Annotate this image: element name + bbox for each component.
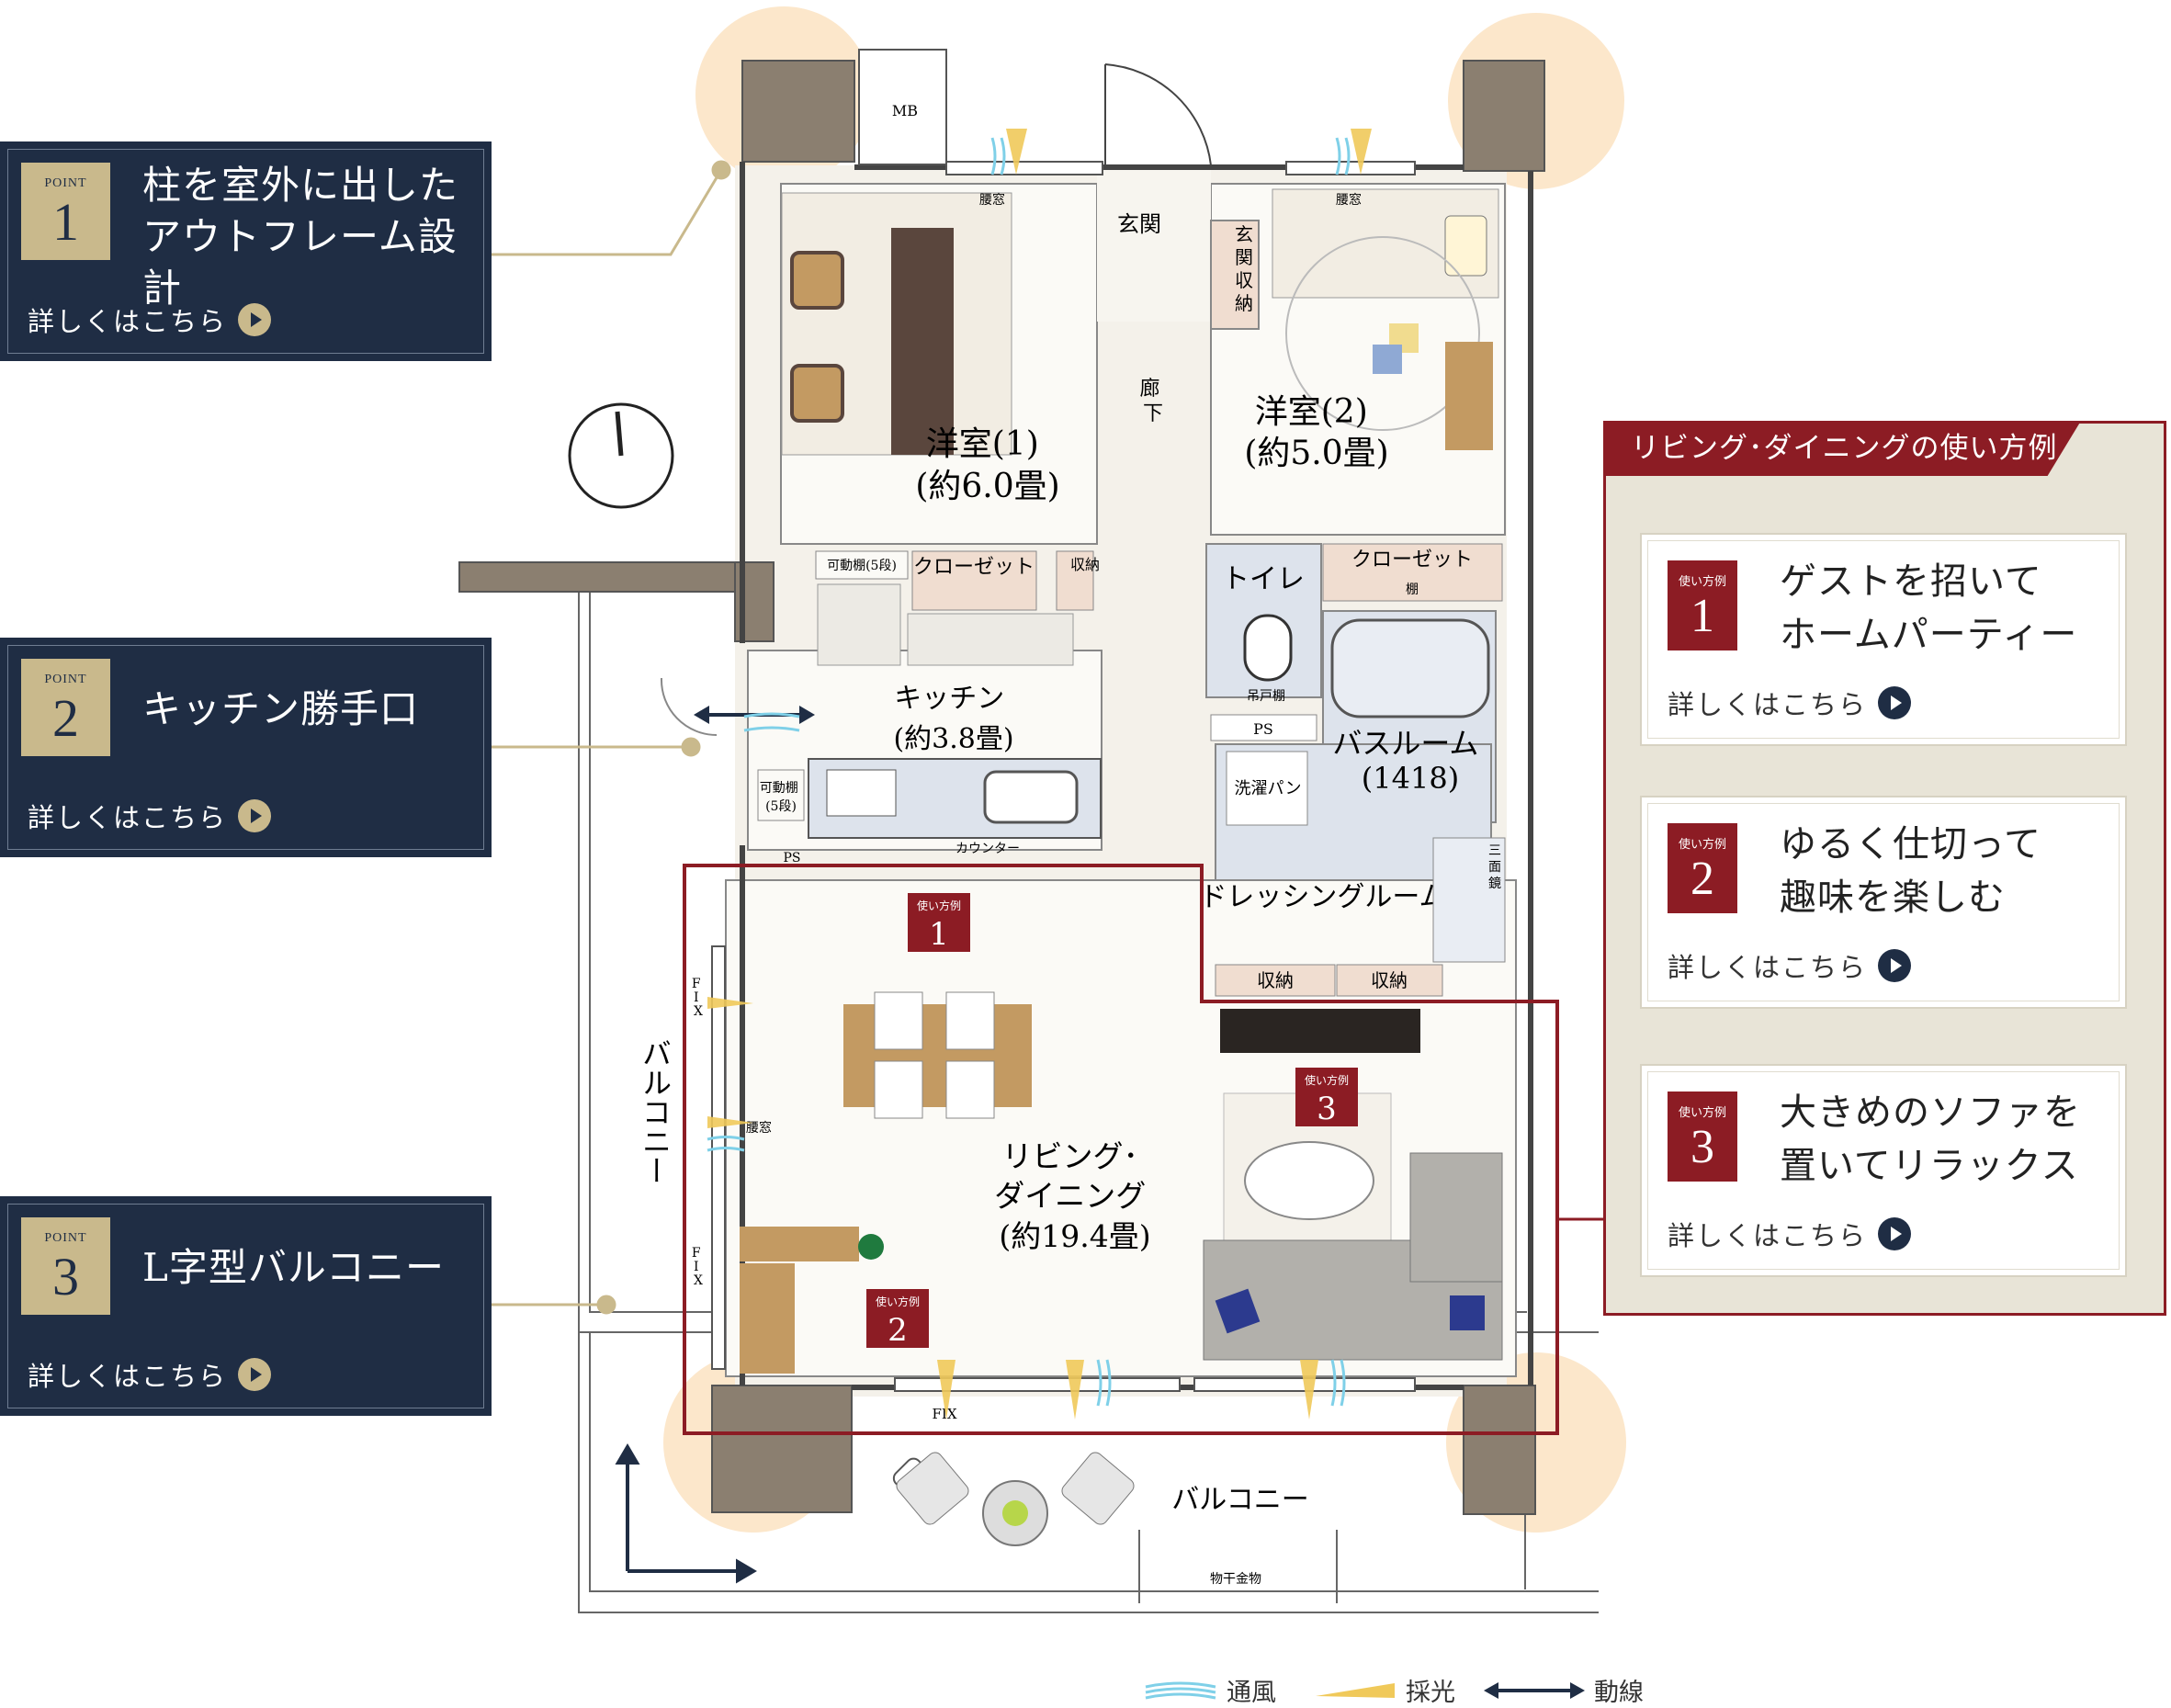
sentakupan-label: 洗濯パン: [1235, 779, 1302, 798]
play-icon: [1878, 1217, 1912, 1250]
balcony-label: バルコニー: [1171, 1484, 1308, 1516]
play-icon: [238, 303, 272, 336]
mb-label: MB: [892, 102, 918, 119]
fix-label: FIX: [932, 1406, 956, 1422]
counter-label: カウンター: [955, 842, 1020, 856]
play-icon: [238, 1358, 272, 1391]
point-3-title: L字型バルコニー: [142, 1245, 446, 1290]
legend-light: 採光: [1314, 1672, 1455, 1708]
sofa: [1203, 1092, 1503, 1361]
usage-badge-2-label: 使い方例: [876, 1295, 920, 1308]
usage-badge-1-label: 使い方例: [917, 899, 961, 912]
dining-set: [843, 991, 1032, 1119]
ps-label-1: PS: [1253, 720, 1273, 738]
flow-arrow-icon: [1484, 1681, 1585, 1699]
closet2-label: クローゼット: [1351, 549, 1473, 571]
usage-card-2[interactable]: 使い方例 2 ゆるく仕切って 趣味を楽しむ 詳しくはこちら: [1640, 796, 2127, 1009]
usage-card-2-badge: 使い方例 2: [1668, 823, 1737, 913]
fix-v-label-2: F I X: [692, 1246, 705, 1288]
usage-outline: [683, 864, 1559, 1435]
shuno-label-small: 収納: [1070, 556, 1100, 573]
yoshitsu2-label: 洋室(2) (約5.0畳): [1244, 393, 1388, 472]
wind-marks: [707, 137, 1351, 1407]
usage-heading: リビング･ダイニングの使い方例: [1603, 421, 2081, 476]
legend-wind: 通風: [1144, 1672, 1276, 1708]
point-3-more-link[interactable]: 詳しくはこちら: [28, 1355, 272, 1394]
light-icon: [1316, 1682, 1395, 1698]
balcony-v-label: バルコニー: [638, 1038, 673, 1185]
genkan-label: 玄関: [1117, 211, 1161, 237]
usage-card-3-more-link[interactable]: 詳しくはこちら: [1668, 1215, 1912, 1253]
bathroom-label: バスルーム (1418): [1332, 726, 1487, 796]
usage-card-3[interactable]: 使い方例 3 大きめのソファを 置いてリラックス 詳しくはこちら: [1640, 1064, 2127, 1277]
usage-card-2-title: ゆるく仕切って 趣味を楽しむ: [1780, 823, 2041, 919]
point-1-box[interactable]: POINT 1 柱を室外に出した アウトフレーム設計 詳しくはこちら: [0, 141, 492, 361]
point-1-title: 柱を室外に出した アウトフレーム設計: [142, 163, 459, 311]
desk: [740, 1227, 884, 1374]
bed-1: [781, 192, 1012, 456]
yoshitsu1-label: 洋室(1) (約6.0畳): [915, 425, 1059, 505]
monohoshi-label: 物干金物: [1210, 1572, 1261, 1587]
tsuridana-label: 吊戸棚: [1247, 689, 1285, 704]
usage-card-1-title: ゲストを招いて ホームパーティー: [1780, 560, 2078, 656]
ps-label-2: PS: [783, 851, 800, 865]
toilet-label: トイレ: [1222, 563, 1305, 595]
sanmenkyo-label: 三 面 鏡: [1488, 843, 1505, 891]
usage-card-3-title: 大きめのソファを 置いてリラックス: [1780, 1092, 2081, 1187]
point-2-badge: POINT 2: [21, 659, 110, 756]
kadoudana-label: 可動棚 (5段): [760, 781, 802, 814]
usage-card-1-badge: 使い方例 1: [1668, 560, 1737, 650]
light-marks: [707, 129, 1372, 1420]
point-2-title: キッチン勝手口: [142, 686, 420, 731]
point-3-box[interactable]: POINT 3 L字型バルコニー 詳しくはこちら: [0, 1196, 492, 1416]
koshimado-label-2: 腰窓: [1336, 192, 1362, 208]
flow-axes: [615, 1443, 757, 1584]
usage-badge-2-num: 2: [888, 1312, 908, 1349]
genkan-shuno-label: 玄 関 収 納: [1235, 223, 1259, 314]
point-1-more-link[interactable]: 詳しくはこちら: [28, 300, 272, 339]
point-2-box[interactable]: POINT 2 キッチン勝手口 詳しくはこちら: [0, 638, 492, 857]
walls: [458, 60, 1545, 1515]
bed-2: [1272, 188, 1499, 450]
fix-v-label-1: F I X: [692, 977, 705, 1019]
shuno-label-1: 収納: [1257, 969, 1294, 991]
usage-card-3-badge: 使い方例 3: [1668, 1092, 1737, 1182]
play-icon: [1878, 686, 1912, 719]
kitchen-label: キッチン (約3.8畳): [893, 683, 1013, 755]
usage-card-1-more-link[interactable]: 詳しくはこちら: [1668, 684, 1912, 722]
roka-label: 廊 下: [1139, 378, 1166, 425]
living-label: リビング･ ダイニング (約19.4畳): [994, 1138, 1156, 1254]
usage-badge-1-num: 1: [929, 916, 949, 953]
legend-flow: 動線: [1484, 1672, 1644, 1708]
connectors: [492, 160, 731, 1315]
shuno-label-2: 収納: [1371, 969, 1408, 991]
koshimado-label-1: 腰窓: [979, 192, 1005, 208]
usage-card-1[interactable]: 使い方例 1 ゲストを招いて ホームパーティー 詳しくはこちら: [1640, 533, 2127, 746]
kadoudana5-label: 可動棚(5段): [827, 559, 897, 573]
point-1-badge: POINT 1: [21, 163, 110, 260]
tana-label: 棚: [1406, 583, 1419, 597]
point-2-more-link[interactable]: 詳しくはこちら: [28, 797, 272, 835]
closet1-label: クローゼット: [913, 556, 1035, 579]
usage-card-2-more-link[interactable]: 詳しくはこちら: [1668, 946, 1912, 985]
point-3-badge: POINT 3: [21, 1217, 110, 1315]
usage-badge-3-label: 使い方例: [1305, 1073, 1349, 1087]
wind-icon: [1145, 1681, 1216, 1699]
play-icon: [1878, 949, 1912, 982]
usage-badge-3-num: 3: [1317, 1091, 1337, 1127]
koshimado-label-3: 腰窓: [746, 1120, 772, 1136]
dressing-label: ドレッシングルーム: [1199, 881, 1446, 913]
play-icon: [238, 799, 272, 832]
